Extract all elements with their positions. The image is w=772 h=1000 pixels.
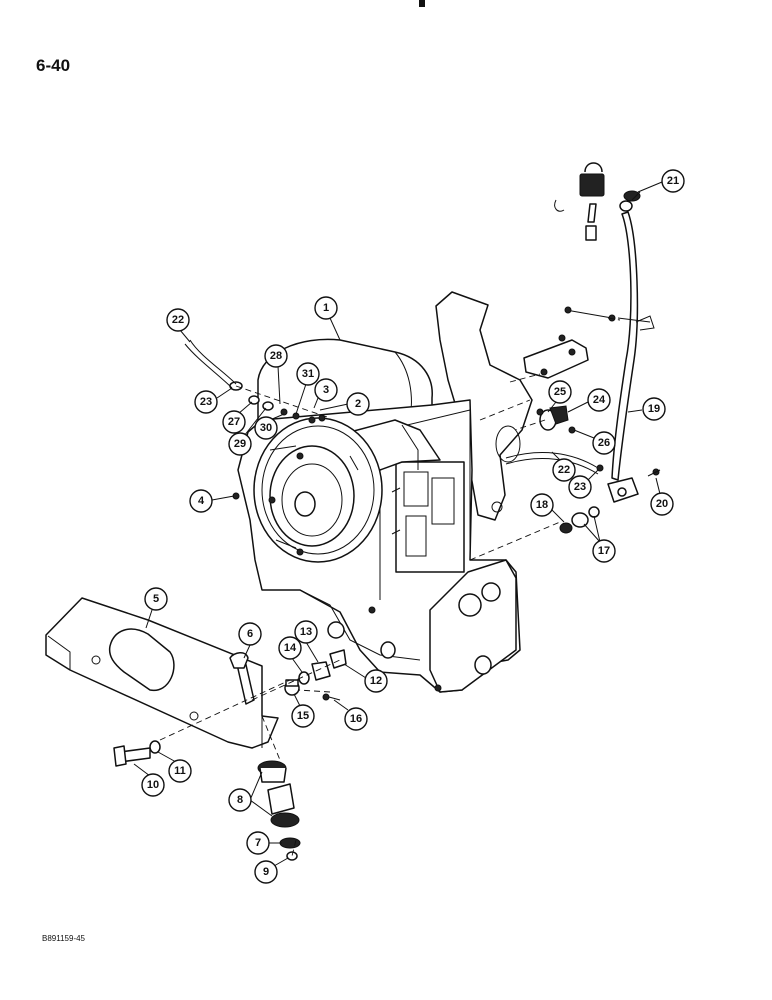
- page-number: 6-40: [36, 56, 71, 75]
- callout-11: 11: [174, 765, 186, 777]
- hose-22-left-outer: [184, 343, 233, 389]
- callout-25: 25: [554, 386, 566, 398]
- hose-22-right: [505, 452, 599, 469]
- callout-28: 28: [270, 350, 282, 362]
- callout-2: 2: [355, 398, 361, 410]
- washer-11: [149, 740, 161, 754]
- small-fittings-top: [229, 381, 326, 500]
- hose-22-right-outer: [505, 458, 599, 475]
- callout-27: 27: [228, 416, 240, 428]
- callout-29: 29: [234, 438, 246, 450]
- callout-26: 26: [598, 437, 610, 449]
- callout-19: 19: [648, 403, 660, 415]
- callout-23-right: 23: [574, 481, 586, 493]
- upper-bracket: [523, 306, 616, 379]
- switch-24: [536, 405, 576, 434]
- callout-18: 18: [536, 499, 548, 511]
- callouts: 1 2 3 4 5 6 7 8 9 10: [133, 169, 685, 884]
- bolt-10: [113, 745, 151, 767]
- callout-8: 8: [237, 794, 243, 806]
- dipstick-cap-21: [619, 190, 641, 212]
- callout-22-right: 22: [558, 464, 570, 476]
- callout-21: 21: [667, 175, 679, 187]
- callout-3: 3: [323, 384, 329, 396]
- torque-converter: [253, 417, 383, 563]
- callout-1: 1: [323, 302, 329, 314]
- callout-6: 6: [247, 628, 253, 640]
- callout-20: 20: [656, 498, 668, 510]
- bracket-plate: [45, 597, 279, 749]
- fittings-12-16: [284, 649, 347, 701]
- bolt-6: [229, 652, 255, 705]
- assembly-lines: [159, 317, 621, 857]
- callout-13: 13: [300, 626, 312, 638]
- right-small-parts: [559, 464, 661, 534]
- callout-4: 4: [198, 495, 205, 507]
- callout-12: 12: [370, 675, 382, 687]
- drawing-code: B891159-45: [42, 934, 85, 943]
- hose-22-left: [189, 339, 237, 385]
- callout-22-left: 22: [172, 314, 184, 326]
- callout-14: 14: [284, 642, 297, 654]
- top-mark: [419, 0, 425, 7]
- isolator-mounts: [257, 760, 301, 861]
- callout-31: 31: [302, 368, 314, 380]
- callout-15: 15: [297, 710, 309, 722]
- callout-9: 9: [263, 866, 269, 878]
- callout-5: 5: [153, 593, 159, 605]
- callout-24: 24: [593, 394, 606, 406]
- callout-17: 17: [598, 545, 610, 557]
- callout-16: 16: [350, 713, 362, 725]
- callout-30: 30: [260, 422, 272, 434]
- dipstick-rod-19: [607, 211, 655, 503]
- callout-10: 10: [147, 779, 159, 791]
- padlock-assembly: [554, 162, 605, 241]
- callout-23-left: 23: [200, 396, 212, 408]
- callout-7: 7: [255, 837, 261, 849]
